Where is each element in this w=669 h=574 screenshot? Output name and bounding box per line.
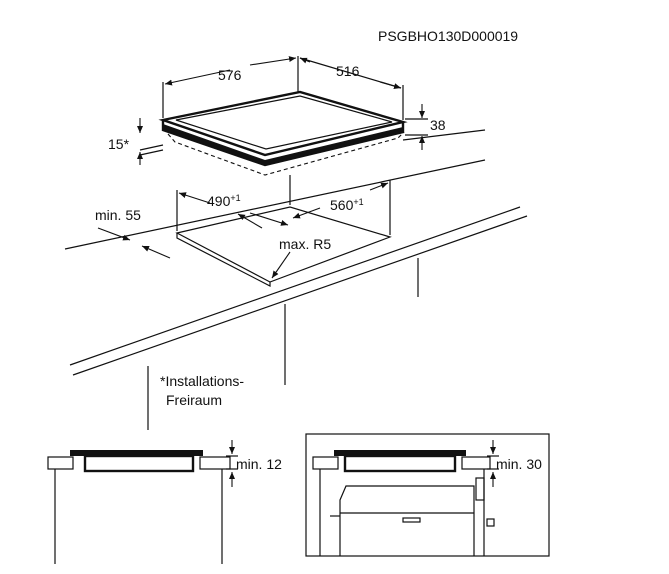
cutout-depth-dimension: 560+1 bbox=[292, 180, 391, 235]
hob-depth-dimension: 516 bbox=[299, 57, 404, 120]
section-right: min. 30 bbox=[305, 433, 550, 557]
min-edge-label: min. 55 bbox=[95, 207, 141, 223]
cutout-depth-label: 560+1 bbox=[330, 197, 364, 213]
cutout-depth-tol: +1 bbox=[353, 197, 363, 207]
worktop bbox=[64, 159, 528, 430]
section-left: min. 12 bbox=[47, 440, 282, 564]
note-line-2: Freiraum bbox=[166, 392, 222, 408]
hob-offset-label: 15* bbox=[108, 136, 130, 152]
clearance-left-label: min. 12 bbox=[236, 456, 282, 472]
hob-height-label: 38 bbox=[430, 117, 446, 133]
cutout-width-dimension: 490+1 bbox=[176, 175, 291, 231]
diagram-code: PSGBHO130D000019 bbox=[378, 28, 518, 44]
hob-width-label: 576 bbox=[218, 67, 242, 83]
min-edge-dimension: min. 55 bbox=[95, 207, 171, 259]
hob-width-dimension: 576 bbox=[162, 56, 299, 118]
cutout-width-base: 490 bbox=[207, 193, 231, 209]
clearance-right-label: min. 30 bbox=[496, 456, 542, 472]
cutout-width-label: 490+1 bbox=[207, 193, 241, 209]
hob-drawing bbox=[139, 90, 486, 176]
hob-depth-label: 516 bbox=[336, 63, 360, 79]
radius-label: max. R5 bbox=[279, 236, 331, 252]
hob-offset-dimension: 15* bbox=[108, 118, 143, 165]
hob-height-dimension: 38 bbox=[405, 104, 446, 150]
note-line-1: *Installations- bbox=[160, 373, 244, 389]
cutout-depth-base: 560 bbox=[330, 197, 354, 213]
cutout-width-tol: +1 bbox=[230, 193, 240, 203]
radius-callout: max. R5 bbox=[237, 213, 331, 279]
